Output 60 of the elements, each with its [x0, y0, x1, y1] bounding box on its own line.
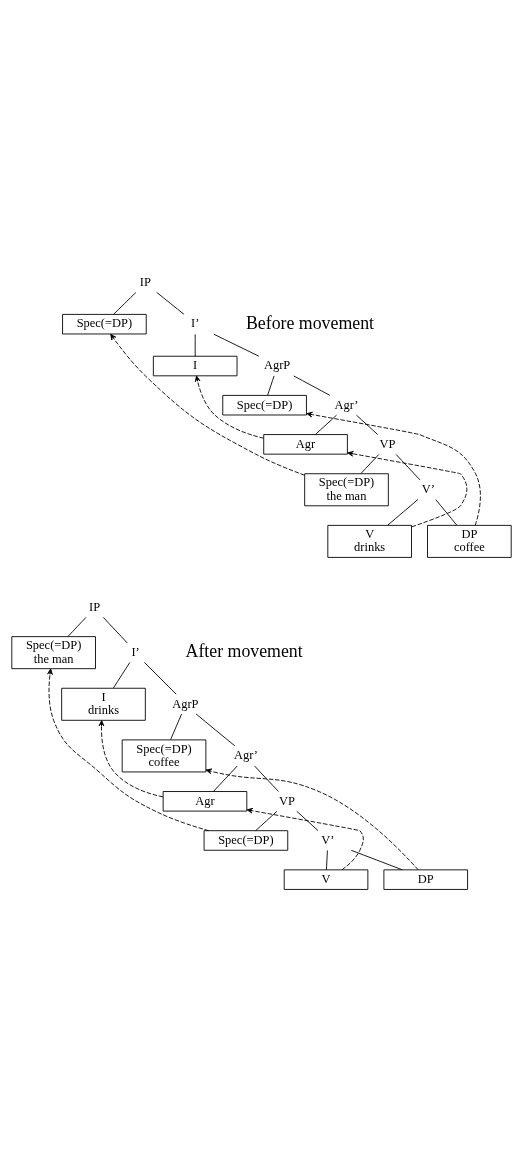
node-box: I	[152, 355, 238, 377]
connector	[67, 616, 87, 637]
node-box: Agr	[162, 791, 248, 812]
node-text: Agr’	[233, 748, 258, 763]
node-text: I’	[191, 316, 200, 331]
connector	[254, 765, 279, 792]
connector	[255, 810, 278, 832]
arrow	[205, 768, 419, 871]
node-box: Spec(=DP) coffee	[121, 739, 207, 773]
connector	[350, 849, 403, 871]
node-box: V drinks	[327, 524, 412, 558]
node-text: V’	[321, 832, 335, 847]
connector	[195, 713, 236, 747]
connector	[296, 810, 319, 832]
arrow	[194, 375, 265, 439]
node-box: DP	[383, 869, 468, 890]
node-text: I’	[131, 644, 140, 659]
connector	[293, 375, 331, 396]
connector	[326, 849, 328, 871]
arrow	[306, 411, 481, 526]
node-text: VP	[379, 436, 396, 451]
node-box: Spec(=DP)	[203, 830, 289, 851]
connector	[360, 454, 380, 474]
connector	[395, 454, 421, 481]
node-box: V	[283, 869, 369, 890]
node-box: Spec(=DP)	[222, 394, 307, 416]
node-text: V’	[421, 482, 435, 497]
connector	[387, 499, 419, 526]
connector	[102, 616, 128, 644]
connector	[144, 662, 177, 695]
connector	[314, 414, 338, 435]
node-box: Agr	[263, 434, 348, 455]
label: After movement	[185, 641, 303, 662]
node-box: I drinks	[61, 687, 146, 721]
node-box: Spec(=DP) the man	[11, 636, 96, 670]
arrow	[98, 720, 164, 798]
connector	[435, 499, 458, 526]
arrow	[347, 450, 468, 528]
node-text: AgrP	[263, 358, 291, 373]
connector	[156, 291, 185, 315]
connector	[213, 333, 260, 357]
connector	[170, 713, 182, 740]
arrow	[110, 333, 305, 476]
connector	[113, 662, 131, 689]
node-text: AgrP	[172, 696, 199, 711]
connector	[356, 414, 379, 435]
connector	[113, 292, 137, 315]
node-box: Spec(=DP)	[62, 313, 147, 335]
node-text: IP	[89, 599, 101, 614]
connector	[267, 375, 275, 396]
arrow	[47, 668, 210, 832]
node-box: DP coffee	[427, 524, 512, 558]
connector	[212, 765, 238, 792]
node-box: Spec(=DP) the man	[304, 473, 389, 507]
connector	[194, 333, 196, 357]
node-text: VP	[278, 793, 295, 808]
label: Before movement	[246, 312, 375, 333]
node-text: Agr’	[334, 397, 359, 412]
arrow	[246, 807, 364, 871]
node-text: IP	[139, 274, 151, 289]
